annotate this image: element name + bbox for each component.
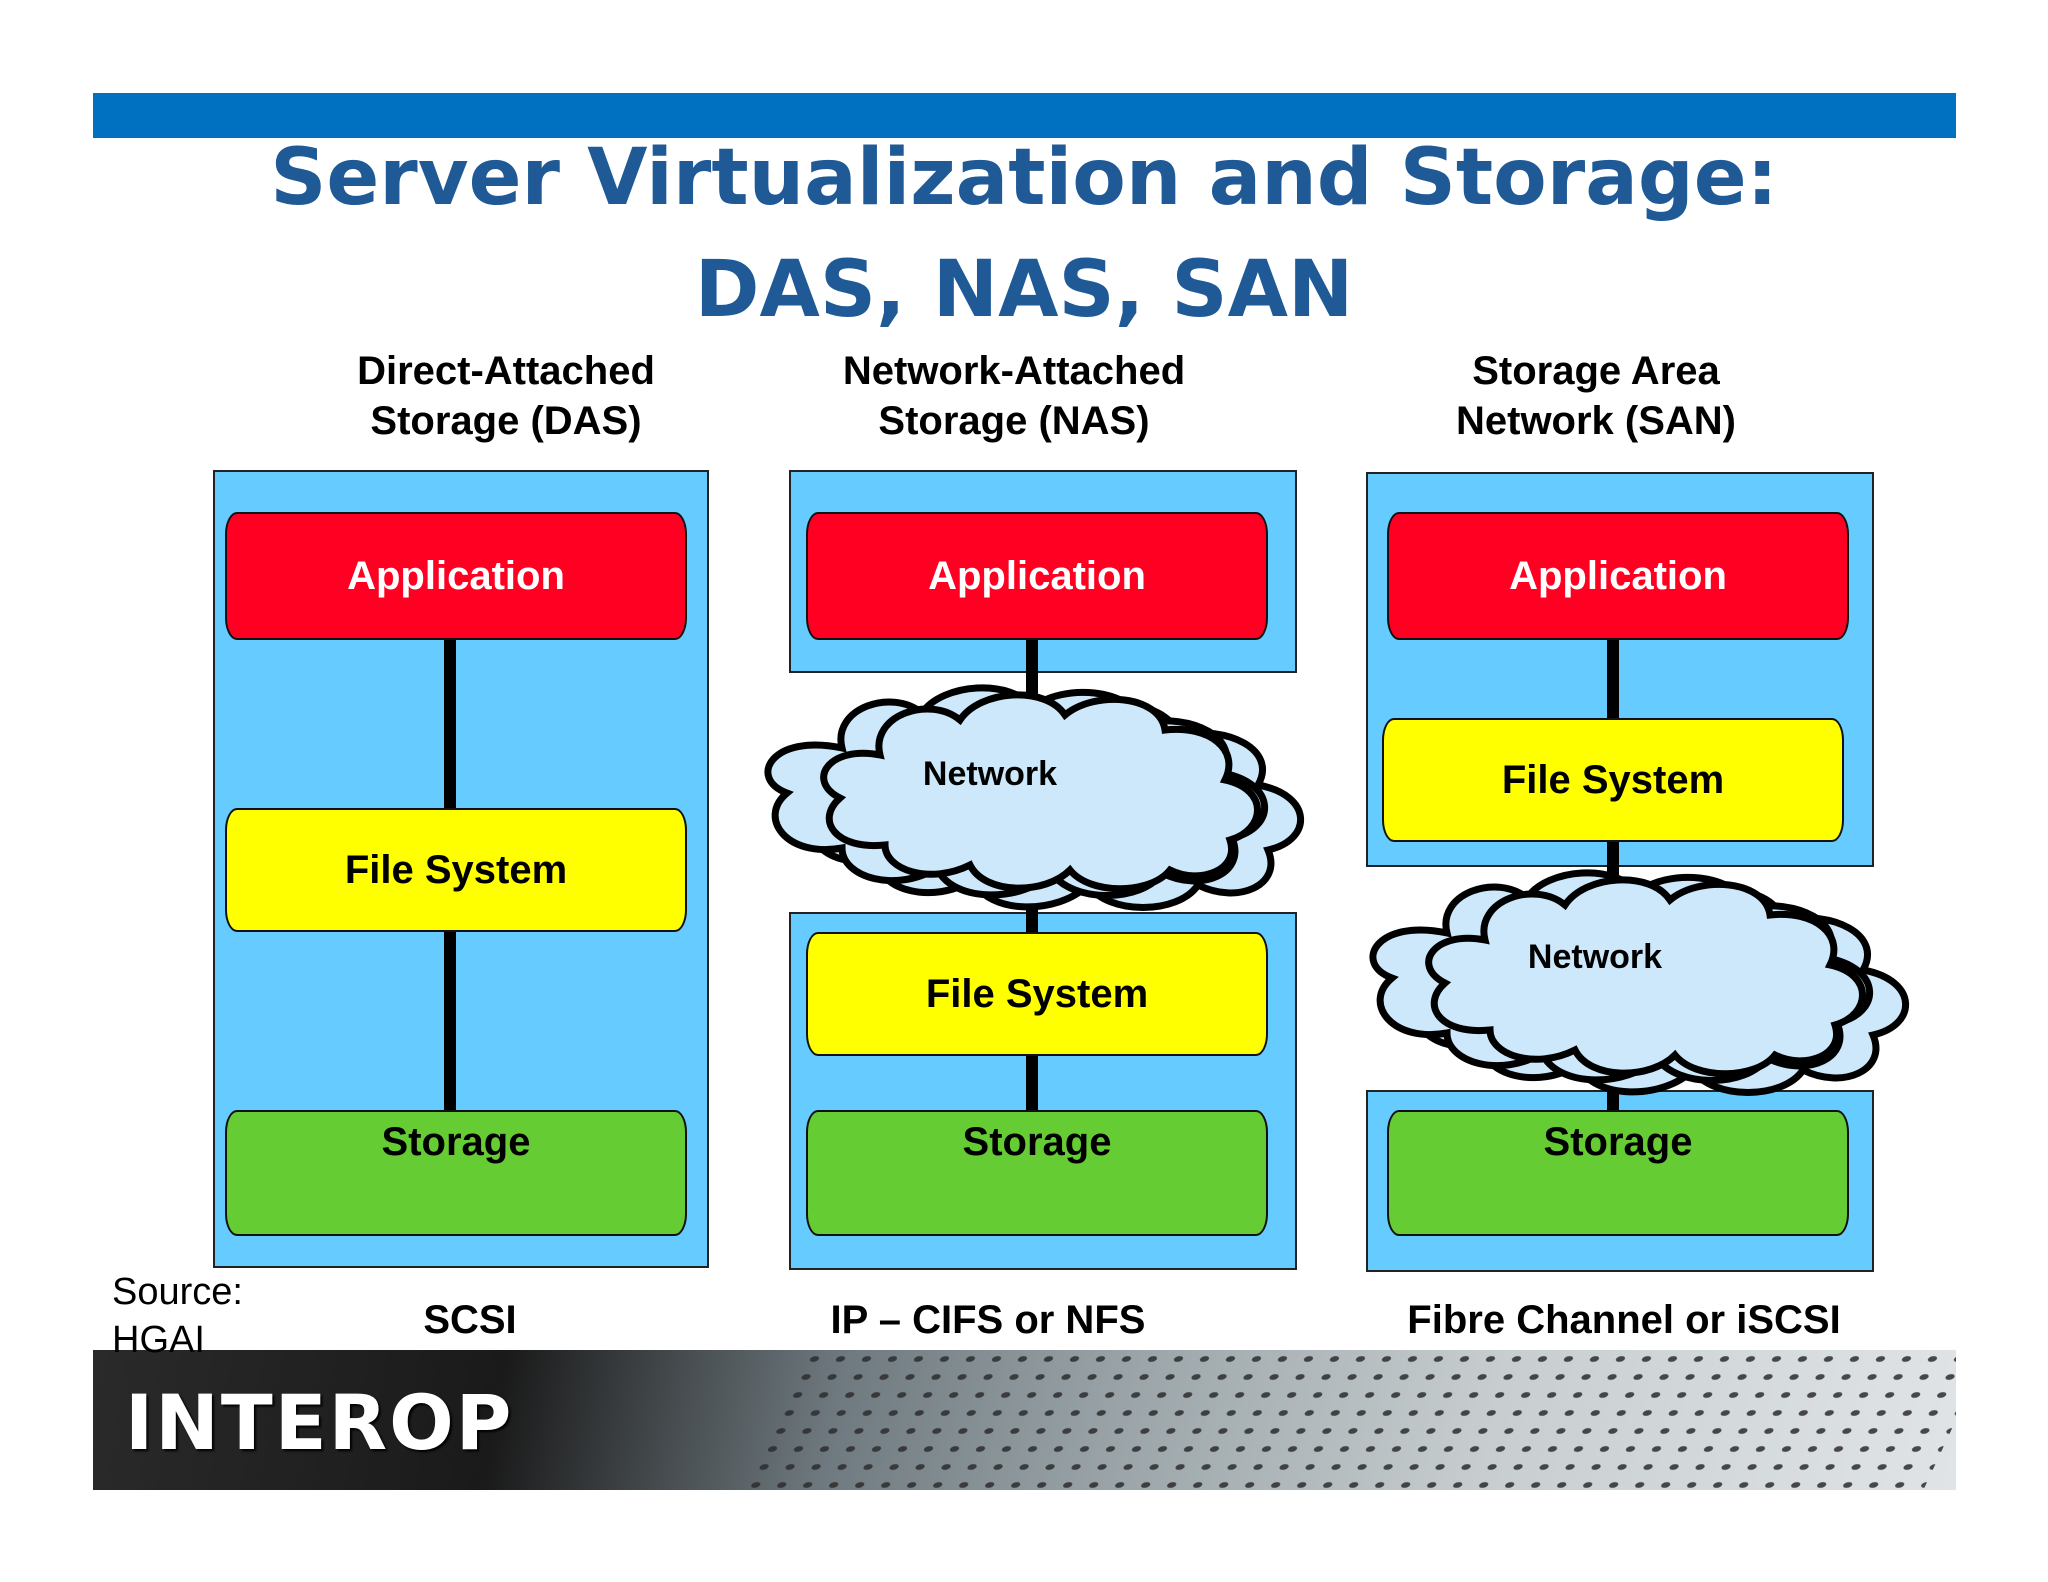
san-heading-line1: Storage Area [1472, 349, 1720, 393]
top-accent-bar [93, 93, 1956, 138]
san-network-cloud [1369, 869, 1910, 1096]
das-heading-line1: Direct-Attached [357, 349, 655, 393]
slide-title-line1: Server Virtualization and Storage: [270, 133, 1778, 223]
das-heading: Direct-Attached Storage (DAS) [266, 346, 746, 446]
source-label: Source: [112, 1271, 243, 1313]
nas-heading-line1: Network-Attached [842, 349, 1186, 393]
nas-file-system-box: File System [806, 932, 1268, 1056]
nas-storage-box: Storage [806, 1110, 1268, 1236]
das-application-box: Application [225, 512, 687, 640]
source-note: Source: HGAI [112, 1268, 243, 1364]
das-protocol: SCSI [423, 1298, 517, 1342]
san-file-system-box: File System [1382, 718, 1844, 842]
das-storage-box: Storage [225, 1110, 687, 1236]
server-grille-image [740, 1350, 1956, 1490]
footer-banner: INTEROP [93, 1350, 1956, 1490]
nas-heading-line2: Storage (NAS) [878, 399, 1150, 443]
san-heading: Storage Area Network (SAN) [1356, 346, 1836, 446]
nas-application-box: Application [806, 512, 1268, 640]
das-file-system-box: File System [225, 808, 687, 932]
interop-logo: INTEROP [125, 1378, 514, 1467]
san-heading-line2: Network (SAN) [1455, 399, 1737, 443]
san-protocol: Fibre Channel or iSCSI [1407, 1298, 1841, 1342]
source-value: HGAI [112, 1319, 205, 1361]
nas-network-label: Network [922, 755, 1058, 793]
san-network-label: Network [1527, 938, 1663, 976]
nas-heading: Network-Attached Storage (NAS) [774, 346, 1254, 446]
das-heading-line2: Storage (DAS) [370, 399, 642, 443]
san-storage-box: Storage [1387, 1110, 1849, 1236]
san-application-box: Application [1387, 512, 1849, 640]
nas-protocol: IP – CIFS or NFS [830, 1298, 1146, 1342]
nas-network-cloud [764, 684, 1305, 911]
slide-title-line2: DAS, NAS, SAN [694, 245, 1354, 335]
